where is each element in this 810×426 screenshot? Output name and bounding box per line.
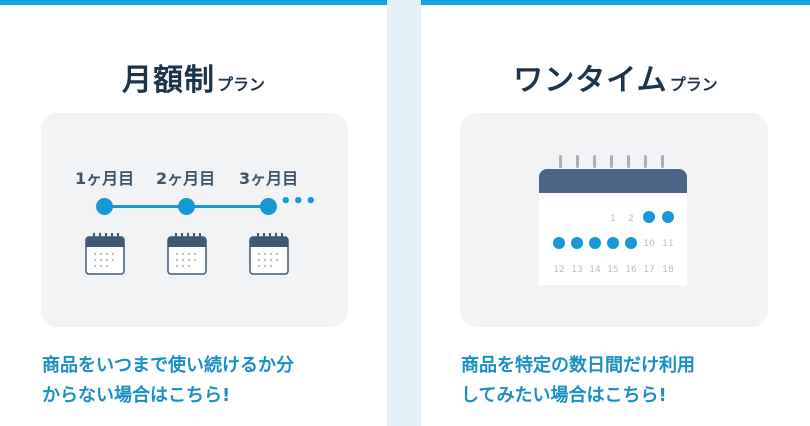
- calendar-icon-1: [85, 233, 125, 275]
- calendar-day-10: 10: [643, 239, 655, 249]
- calendar-day-13: 13: [571, 265, 582, 275]
- calendar-day-15: 15: [607, 265, 618, 275]
- big-calendar-icon: 1 2 10 11 12 13 14 15 16 17 18: [539, 155, 687, 285]
- onetime-plan-title-main: ワンタイム: [513, 63, 668, 98]
- calendar-day-2: 2: [628, 214, 634, 224]
- selected-day-dot: [571, 237, 583, 249]
- onetime-plan-title: ワンタイムプラン: [421, 55, 810, 99]
- onetime-description-line-2: してみたい場合はこちら!: [461, 385, 667, 406]
- calendar-day-18: 18: [662, 265, 674, 275]
- selected-day-dot: [607, 237, 619, 249]
- monthly-illustration-panel: [41, 113, 348, 327]
- calendar-day-17: 17: [643, 265, 654, 275]
- calendar-day-14: 14: [589, 265, 601, 275]
- selected-day-dot: [625, 237, 637, 249]
- onetime-plan-card: ワンタイムプラン 1 2 10 11 12 13 14 15 16 17 18: [421, 0, 810, 426]
- month-label-1: 1ヶ月目: [75, 169, 135, 188]
- monthly-plan-title: 月額制プラン: [0, 55, 387, 99]
- selected-day-dot: [662, 211, 674, 223]
- monthly-description-line-2: からない場合はこちら!: [42, 385, 231, 406]
- timeline-dot-2: [178, 198, 195, 215]
- timeline-dot-1: [96, 198, 113, 215]
- selected-day-dot: [553, 237, 565, 249]
- onetime-plan-description: 商品を特定の数日間だけ利用 してみたい場合はこちら!: [461, 351, 801, 411]
- timeline-ellipsis: •••: [280, 191, 318, 212]
- onetime-plan-title-sub: プラン: [669, 75, 718, 94]
- calendar-day-16: 16: [625, 265, 637, 275]
- monthly-description-line-1: 商品をいつまで使い続けるか分: [42, 355, 294, 376]
- calendar-icon-2: [167, 233, 207, 275]
- monthly-plan-description: 商品をいつまで使い続けるか分 からない場合はこちら!: [42, 351, 382, 411]
- selected-day-dot: [589, 237, 601, 249]
- calendar-day-1: 1: [610, 214, 616, 224]
- onetime-description-line-1: 商品を特定の数日間だけ利用: [461, 355, 695, 376]
- monthly-plan-card: 月額制プラン 1ヶ月目 2ヶ月目 3ヶ月目 ••• 商品をいつまで使い続けるか分…: [0, 0, 387, 426]
- timeline-dot-3: [260, 198, 277, 215]
- calendar-day-11: 11: [662, 239, 673, 249]
- selected-day-dot: [643, 211, 655, 223]
- month-label-3: 3ヶ月目: [239, 169, 299, 188]
- calendar-icon-3: [249, 233, 289, 275]
- monthly-plan-title-main: 月額制: [121, 63, 215, 98]
- month-label-2: 2ヶ月目: [156, 169, 216, 188]
- monthly-plan-title-sub: プラン: [216, 75, 265, 94]
- calendar-day-12: 12: [553, 265, 564, 275]
- calendar-header-bar: [539, 169, 687, 193]
